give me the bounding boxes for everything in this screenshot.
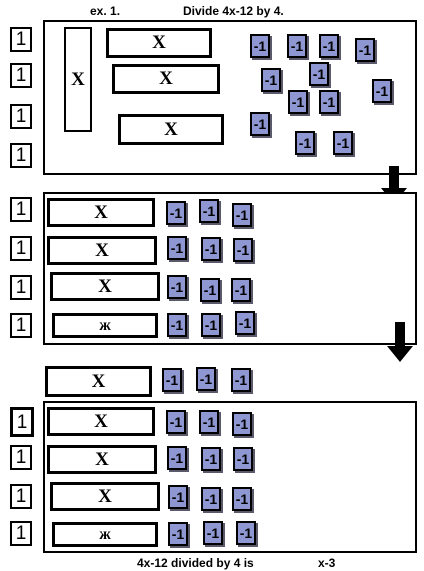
neg-one-tile: -1	[199, 410, 219, 434]
neg-one-tile: -1	[232, 412, 252, 436]
x-tile: X	[50, 272, 160, 301]
neg-one-tile: -1	[166, 410, 186, 434]
neg-one-tile: -1	[309, 62, 329, 86]
x-tile: X	[47, 236, 157, 265]
neg-one-tile: -1	[167, 236, 187, 260]
x-tile-result: X	[45, 366, 152, 397]
neg-one-tile: -1	[232, 203, 252, 227]
neg-one-tile: -1	[232, 487, 252, 511]
one-tile: 1	[10, 521, 32, 546]
x-tile-crossed: ж	[52, 522, 158, 547]
one-tile: 1	[10, 313, 32, 338]
neg-one-tile: -1	[355, 38, 375, 62]
neg-one-tile: -1	[168, 522, 188, 546]
neg-one-tile: -1	[287, 34, 307, 58]
neg-one-tile: -1	[201, 313, 221, 337]
neg-one-tile: -1	[168, 485, 188, 509]
one-tile: 1	[10, 407, 34, 437]
neg-one-tile: -1	[167, 313, 187, 337]
x-tile: X	[47, 198, 155, 227]
neg-one-tile: -1	[250, 112, 270, 136]
one-tile: 1	[10, 143, 32, 168]
one-tile: 1	[10, 445, 32, 470]
one-tile: 1	[10, 27, 32, 52]
neg-one-tile: -1	[201, 237, 221, 261]
neg-one-tile: -1	[167, 275, 187, 299]
neg-one-tile: -1	[372, 79, 392, 103]
neg-one-tile: -1	[167, 446, 187, 470]
neg-one-tile: -1	[295, 131, 315, 155]
x-tile: X	[106, 28, 212, 58]
neg-one-tile: -1	[201, 447, 221, 471]
neg-one-tile: -1	[288, 90, 308, 114]
workspace-frame-1	[43, 20, 417, 175]
answer-text: x-3	[318, 556, 336, 570]
neg-one-tile: -1	[166, 201, 186, 225]
one-tile: 1	[10, 197, 32, 222]
neg-one-tile: -1	[231, 278, 251, 302]
x-tile: X	[118, 114, 224, 145]
neg-one-tile: -1	[200, 278, 220, 302]
neg-one-tile-result: -1	[196, 367, 216, 391]
down-arrow-icon	[387, 322, 413, 362]
one-tile: 1	[10, 236, 32, 261]
neg-one-tile: -1	[203, 521, 223, 545]
x-tile: X	[47, 407, 155, 436]
instruction-title: Divide 4x-12 by 4.	[183, 4, 284, 18]
neg-one-tile: -1	[319, 90, 339, 114]
neg-one-tile: -1	[201, 487, 221, 511]
neg-one-tile: -1	[233, 447, 253, 471]
neg-one-tile: -1	[333, 131, 353, 155]
one-tile: 1	[10, 63, 32, 88]
x-tile: X	[47, 445, 157, 474]
x-tile: X	[64, 27, 92, 132]
neg-one-tile: -1	[233, 238, 253, 262]
one-tile: 1	[10, 484, 32, 509]
x-tile: X	[112, 64, 220, 94]
neg-one-tile: -1	[199, 199, 219, 223]
neg-one-tile: -1	[235, 311, 255, 335]
neg-one-tile: -1	[250, 34, 270, 58]
one-tile: 1	[10, 104, 32, 129]
neg-one-tile-result: -1	[231, 368, 251, 392]
neg-one-tile: -1	[236, 521, 256, 545]
neg-one-tile: -1	[261, 68, 281, 92]
one-tile: 1	[10, 275, 32, 300]
x-tile-crossed: ж	[52, 313, 158, 338]
example-label: ex. 1.	[90, 4, 121, 18]
neg-one-tile-result: -1	[162, 368, 182, 392]
neg-one-tile: -1	[319, 34, 339, 58]
conclusion-text: 4x-12 divided by 4 is	[137, 556, 254, 570]
x-tile: X	[50, 482, 160, 511]
